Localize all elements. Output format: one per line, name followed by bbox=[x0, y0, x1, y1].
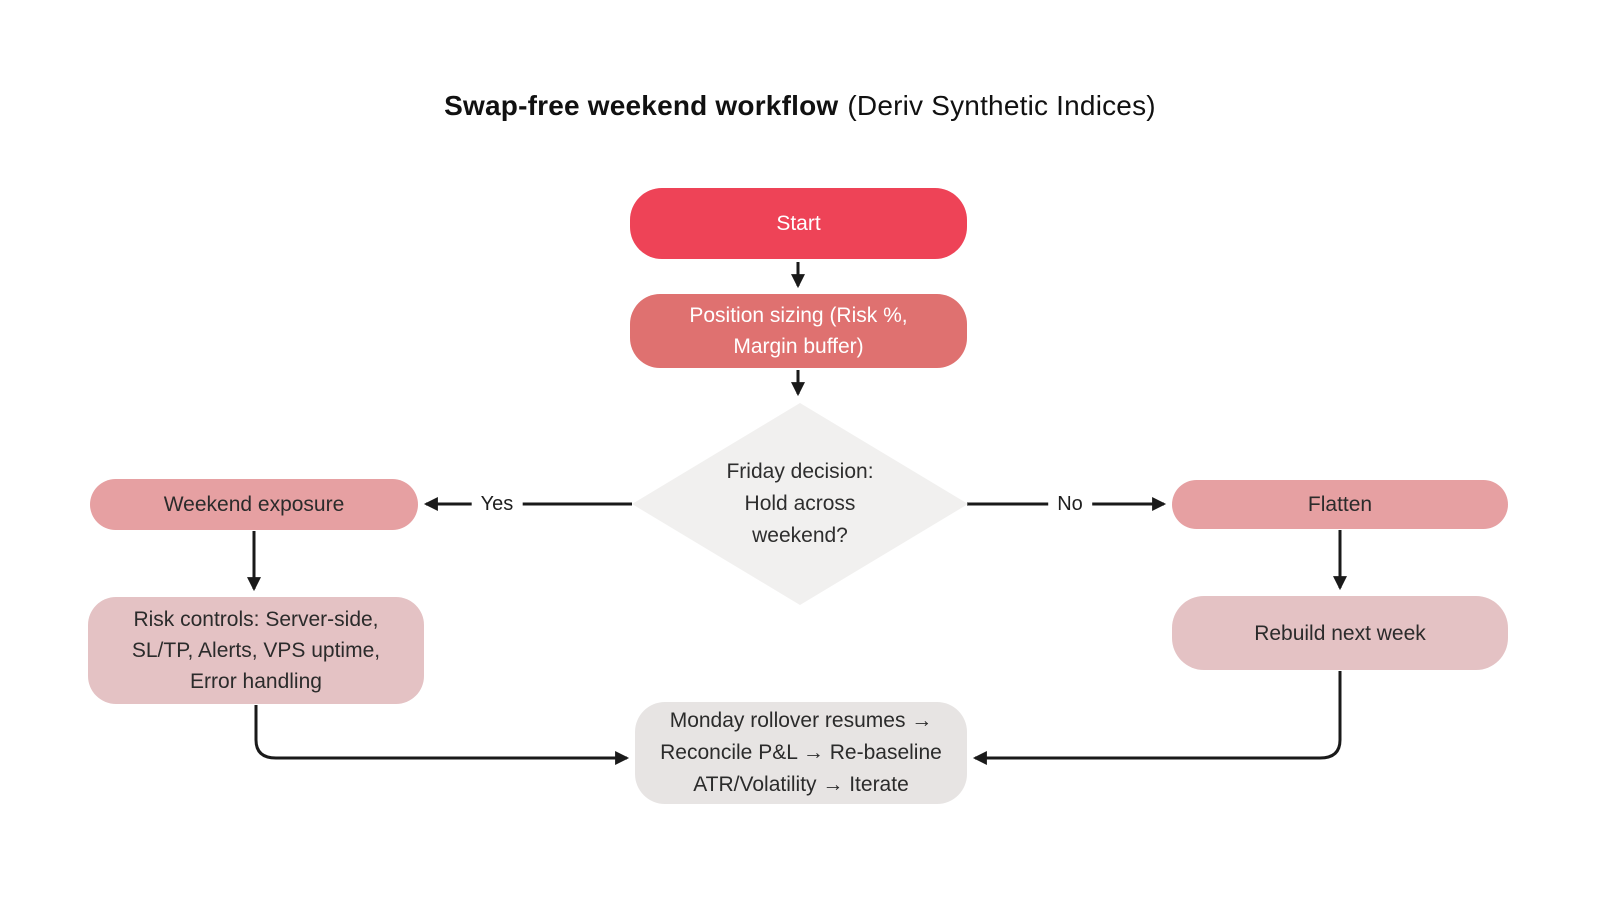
node-line: ATR/Volatility → Iterate bbox=[693, 773, 909, 796]
edge-label-no: No bbox=[1048, 492, 1092, 516]
start-node: Start bbox=[630, 188, 967, 259]
monday-rollover-node: Monday rollover resumes → Reconcile P&L … bbox=[635, 702, 967, 804]
node-line: SL/TP, Alerts, VPS uptime, bbox=[131, 639, 381, 662]
node-line: Reconcile P&L → Re-baseline bbox=[660, 741, 942, 764]
edge-label-yes: Yes bbox=[471, 492, 523, 516]
decision-diamond-node: Friday decision: Hold across weekend? bbox=[632, 403, 968, 605]
start-node-label: Start bbox=[776, 212, 821, 235]
diagram-title-subtitle: (Deriv Synthetic Indices) bbox=[847, 90, 1156, 121]
position-sizing-node: Position sizing (Risk %, Margin buffer) bbox=[630, 294, 967, 368]
node-line: Risk controls: Server-side, bbox=[133, 608, 379, 631]
flatten-node: Flatten bbox=[1172, 480, 1508, 529]
weekend-exposure-label: Weekend exposure bbox=[163, 493, 345, 516]
node-line: weekend? bbox=[752, 524, 848, 547]
rebuild-next-week-node: Rebuild next week bbox=[1172, 596, 1508, 670]
node-line: Hold across bbox=[744, 492, 856, 515]
arrow-rebuild-to-monday bbox=[972, 671, 1342, 765]
flatten-label: Flatten bbox=[1307, 493, 1373, 516]
arrow-risk-to-monday bbox=[254, 705, 630, 765]
diagram-title: Swap-free weekend workflow (Deriv Synthet… bbox=[0, 90, 1600, 122]
node-line: Error handling bbox=[190, 670, 322, 693]
rebuild-next-week-label: Rebuild next week bbox=[1254, 621, 1426, 645]
node-line: Monday rollover resumes → bbox=[669, 709, 933, 732]
node-line: Margin buffer) bbox=[733, 335, 864, 358]
weekend-exposure-node: Weekend exposure bbox=[90, 479, 418, 530]
risk-controls-node: Risk controls: Server-side, SL/TP, Alert… bbox=[88, 597, 424, 704]
node-line: Position sizing (Risk %, bbox=[689, 304, 908, 327]
node-line: Friday decision: bbox=[726, 460, 874, 483]
diagram-title-main: Swap-free weekend workflow bbox=[444, 90, 839, 121]
